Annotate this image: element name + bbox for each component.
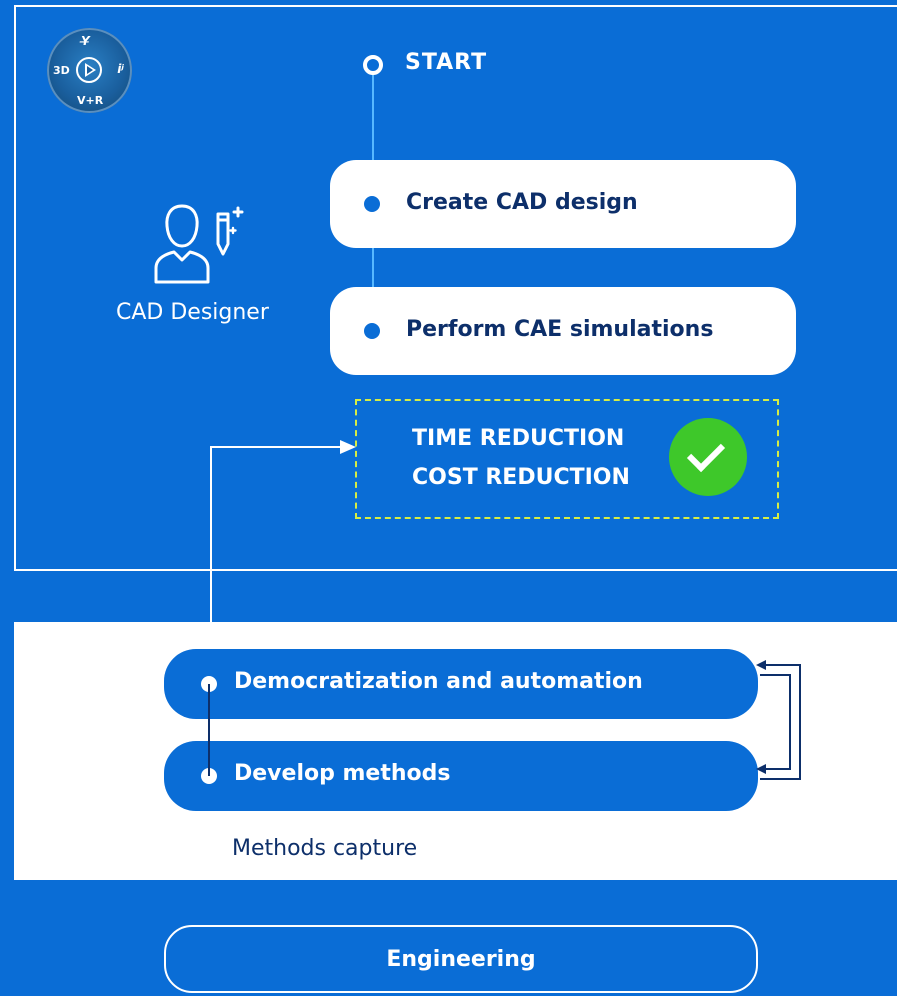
arrow-right-icon: [340, 440, 356, 454]
step-label: Create CAD design: [406, 190, 638, 215]
step-create-cad-design[interactable]: Create CAD design: [330, 160, 796, 248]
engineering-label: Engineering: [386, 947, 536, 972]
persona-label: CAD Designer: [116, 300, 269, 325]
benefits-box: TIME REDUCTION COST REDUCTION: [355, 399, 779, 519]
start-node-icon: [363, 55, 383, 75]
loop-arrows-icon: [756, 660, 801, 780]
feedback-connector-vertical: [210, 446, 212, 622]
green-check-icon: [669, 418, 747, 496]
method-develop-methods[interactable]: Develop methods: [164, 741, 758, 811]
logo-right-text: iʲ: [117, 62, 124, 76]
methods-capture-label: Methods capture: [232, 836, 418, 861]
play-icon: [76, 57, 102, 83]
engineering-button[interactable]: Engineering: [164, 925, 758, 993]
designer-person-pencil-icon: [154, 204, 244, 284]
step-dot-icon: [364, 323, 380, 339]
logo-bottom-text: V+R: [77, 94, 104, 107]
methods-connector-line: [208, 684, 210, 776]
logo-left-text: 3D: [53, 64, 70, 77]
benefit-cost-reduction: COST REDUCTION: [412, 465, 630, 490]
logo-top-text: Y̶: [81, 34, 90, 48]
step-dot-icon: [364, 196, 380, 212]
method-label: Develop methods: [234, 761, 451, 786]
benefit-time-reduction: TIME REDUCTION: [412, 426, 625, 451]
method-democratization-automation[interactable]: Democratization and automation: [164, 649, 758, 719]
method-dot-icon: [201, 768, 217, 784]
top-frame: [14, 5, 897, 571]
method-label: Democratization and automation: [234, 669, 643, 694]
start-label: START: [405, 50, 488, 75]
step-perform-cae-simulations[interactable]: Perform CAE simulations: [330, 287, 796, 375]
feedback-connector-horizontal: [210, 446, 344, 448]
step-label: Perform CAE simulations: [406, 317, 714, 342]
compass-logo: Y̶ 3D iʲ V+R: [47, 28, 132, 113]
